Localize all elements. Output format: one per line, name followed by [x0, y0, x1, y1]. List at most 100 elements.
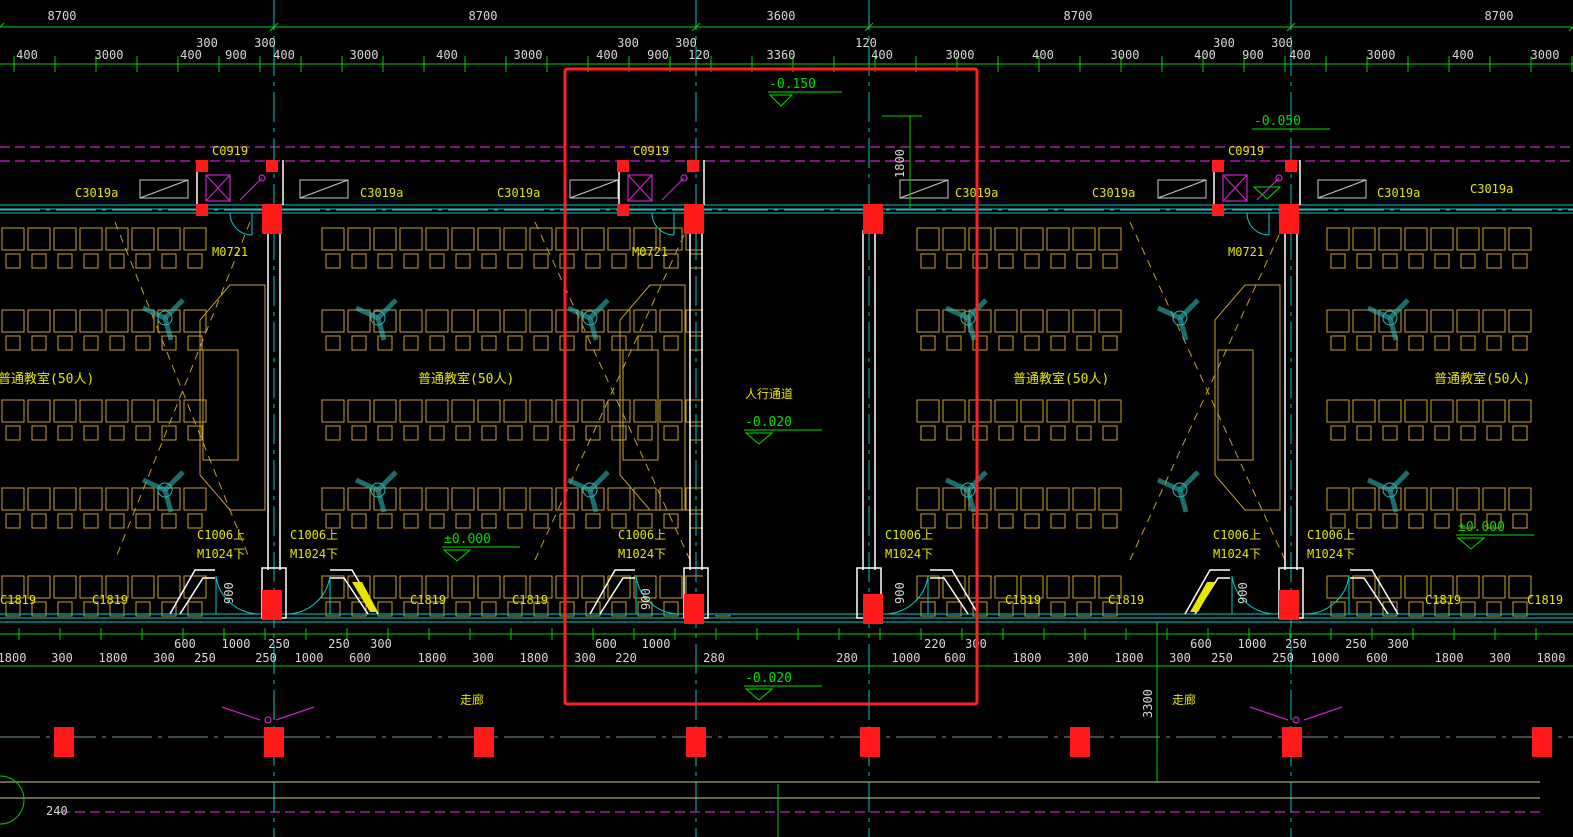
desk — [1072, 575, 1096, 599]
chair — [998, 601, 1014, 617]
ceiling-fan-blade — [965, 317, 977, 341]
ceiling-fan-blade — [376, 470, 398, 492]
desk — [1020, 309, 1044, 333]
desk — [1508, 227, 1532, 251]
dim-door-width: 900 — [222, 582, 236, 604]
label-c0919: C0919 — [212, 144, 248, 158]
desk — [1326, 309, 1350, 333]
chair — [1382, 513, 1398, 529]
desk — [53, 309, 77, 333]
desk — [529, 399, 553, 423]
desk — [1020, 399, 1044, 423]
dim-top-detail: 3000 — [95, 48, 124, 62]
chair — [429, 601, 445, 617]
ceiling-fan-blade — [588, 470, 610, 492]
desk — [503, 227, 527, 251]
column — [1285, 160, 1297, 172]
desk — [607, 575, 631, 599]
desk — [555, 487, 579, 511]
desk — [1072, 399, 1096, 423]
ceiling-fan-blade — [1366, 477, 1392, 493]
label-m1024: M1024下 — [197, 547, 245, 561]
desk — [157, 399, 181, 423]
chair — [611, 335, 627, 351]
dim-bottom: 300 — [574, 651, 596, 665]
top-dimension-lines — [0, 26, 1573, 667]
dim-door-width: 900 — [1236, 582, 1250, 604]
desk — [503, 487, 527, 511]
ceiling-fan-blade — [1388, 298, 1410, 320]
chair — [161, 601, 177, 617]
chair — [31, 601, 47, 617]
chair — [998, 425, 1014, 441]
desk — [1508, 575, 1532, 599]
desk — [373, 399, 397, 423]
room-label-classroom: 普通教室(50人) — [1434, 371, 1530, 387]
dim-tick — [1568, 26, 1573, 32]
desk — [503, 399, 527, 423]
chair — [637, 425, 653, 441]
desk — [529, 227, 553, 251]
chair — [57, 425, 73, 441]
dim-tick — [691, 22, 701, 32]
desk — [451, 309, 475, 333]
ceiling-fan-blade — [1388, 470, 1410, 492]
dim-top-detail: 400 — [1194, 48, 1216, 62]
desk — [477, 575, 501, 599]
ceiling-fan-blade — [141, 477, 167, 493]
chair — [663, 601, 679, 617]
elevation-top-walkway: -0.150 — [769, 77, 816, 92]
chair — [920, 335, 936, 351]
chair — [187, 601, 203, 617]
chair — [57, 253, 73, 269]
desk — [1430, 309, 1454, 333]
desk — [1046, 575, 1070, 599]
chair — [1356, 513, 1372, 529]
dim-top-detail: 3360 — [767, 48, 796, 62]
chair — [377, 425, 393, 441]
window-door-labels: C0919 C0919 C0919 C3019a C3019a C3019a C… — [0, 144, 1563, 607]
chair — [1460, 253, 1476, 269]
dim-bottom: 250 — [328, 637, 350, 651]
dim-bottom: 250 — [1345, 637, 1367, 651]
dim-top-detail: 300 — [254, 36, 276, 50]
desk — [633, 227, 657, 251]
dim-bottom: 600 — [174, 637, 196, 651]
desk — [994, 227, 1018, 251]
desk — [916, 227, 940, 251]
label-c1819: C1819 — [512, 593, 548, 607]
label-c1819: C1819 — [0, 593, 36, 607]
desk — [994, 575, 1018, 599]
highlight-selection-box[interactable] — [563, 67, 979, 706]
chair — [1356, 335, 1372, 351]
projection-line — [534, 221, 691, 561]
ceiling-fan-blade — [587, 489, 599, 513]
dim-top-detail: 300 — [1271, 36, 1293, 50]
desk — [1020, 227, 1044, 251]
chair — [1408, 601, 1424, 617]
dim-bottom: 250 — [255, 651, 277, 665]
corridor-sensors — [221, 706, 1343, 724]
chair — [637, 253, 653, 269]
desk — [1430, 575, 1454, 599]
chair — [585, 513, 601, 529]
window-frame — [1317, 179, 1367, 199]
chair — [972, 425, 988, 441]
yellow-door-markers — [352, 582, 1215, 612]
label-m0721: M0721 — [632, 245, 668, 259]
desk — [1456, 227, 1480, 251]
furniture-layer — [1, 179, 1532, 617]
desk — [994, 487, 1018, 511]
chair — [611, 513, 627, 529]
chair — [1434, 335, 1450, 351]
dim-bottom: 600 — [595, 637, 617, 651]
elevation-bottom-walkway: -0.020 — [745, 671, 792, 686]
dim-bottom: 300 — [370, 637, 392, 651]
desk — [1020, 575, 1044, 599]
column — [1279, 590, 1299, 620]
dim-bottom: 250 — [1211, 651, 1233, 665]
window-frame — [899, 179, 949, 199]
dim-bottom: 1800 — [1537, 651, 1566, 665]
desk — [633, 309, 657, 333]
